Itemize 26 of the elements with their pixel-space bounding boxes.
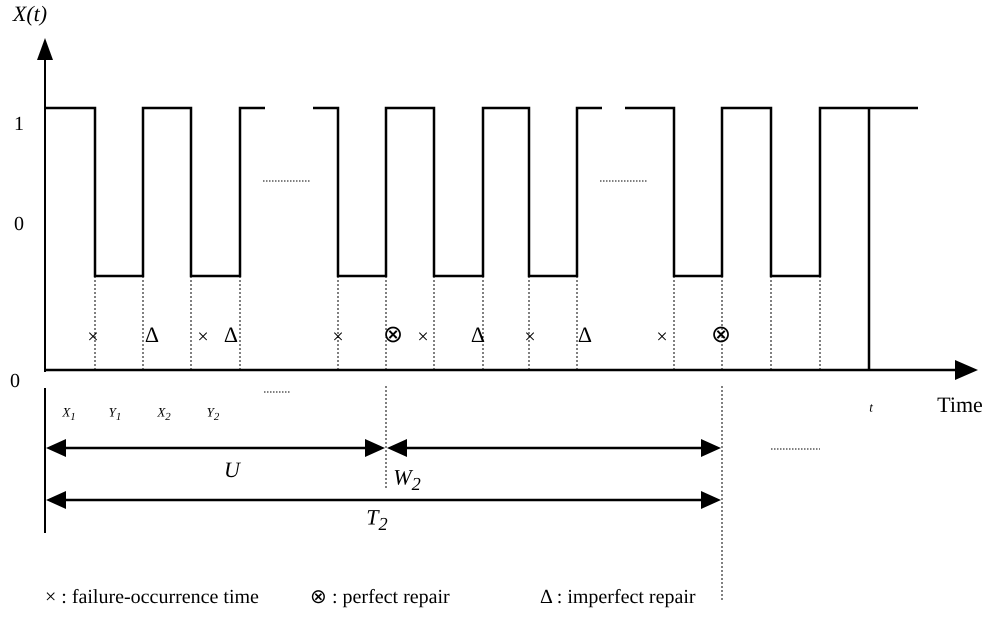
imperfect-repair-mark: Δ (470, 324, 486, 346)
failure-mark: × (197, 327, 209, 347)
interval-label: Y$_{2}$ (206, 405, 220, 423)
failure-mark: × (656, 327, 668, 347)
time-label: t (869, 400, 873, 414)
tick-label: 1 (14, 114, 24, 134)
dimension-label: T$_{2}$ (366, 506, 388, 534)
legend-entry: Δ : imperfect repair (540, 587, 696, 607)
interval-label: Y$_{1}$ (108, 405, 122, 423)
axis-label: Time (937, 394, 983, 416)
perfect-repair-mark: ⊗ (383, 323, 403, 347)
interval-label: X$_{1}$ (62, 405, 76, 423)
legend-entry: × : failure-occurrence time (45, 587, 259, 607)
dimension-label: U (224, 459, 240, 481)
perfect-repair-mark: ⊗ (711, 323, 731, 347)
imperfect-repair-mark: Δ (224, 324, 238, 346)
tick-label: 0 (14, 214, 24, 234)
failure-mark: × (87, 327, 99, 347)
axis-label: X(t) (12, 3, 48, 25)
imperfect-repair-mark: Δ (578, 324, 592, 346)
tick-label: 0 (10, 371, 20, 391)
failure-mark: × (417, 327, 429, 347)
legend-entry: ⊗ : perfect repair (310, 587, 450, 607)
interval-label: X$_{2}$ (157, 405, 171, 423)
dimension-label: W$_{2}$ (393, 466, 421, 494)
imperfect-repair-mark: Δ (144, 324, 160, 346)
